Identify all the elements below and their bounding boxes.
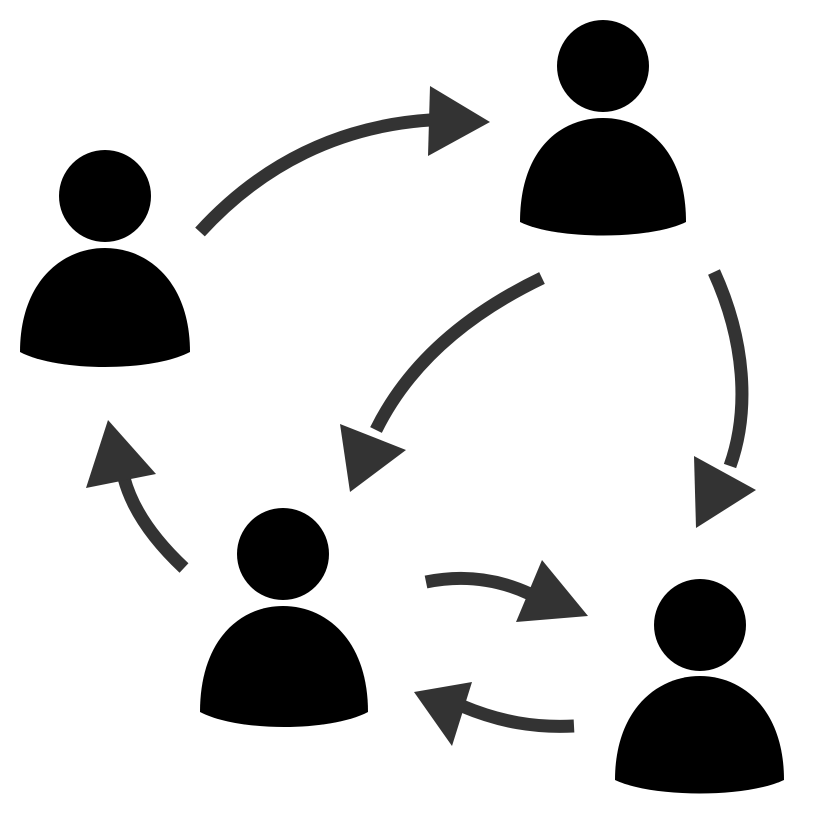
person-icon-bottom-center <box>200 508 368 727</box>
curved-arrow-icon-bottom-center-to-left <box>86 420 189 573</box>
curved-arrow-icon-bottom-right-to-bottom-center <box>414 682 575 746</box>
person-icon-left <box>20 150 190 367</box>
curved-arrow-icon-top-right-to-bottom-center <box>340 272 545 492</box>
curved-arrow-icon-bottom-center-to-bottom-right <box>424 560 588 622</box>
curved-arrow-icon-left-to-top-right <box>195 86 490 237</box>
person-icon-top-right <box>520 20 686 236</box>
person-icon-bottom-right <box>615 579 784 794</box>
curved-arrow-icon-top-right-to-bottom-right <box>694 269 756 528</box>
